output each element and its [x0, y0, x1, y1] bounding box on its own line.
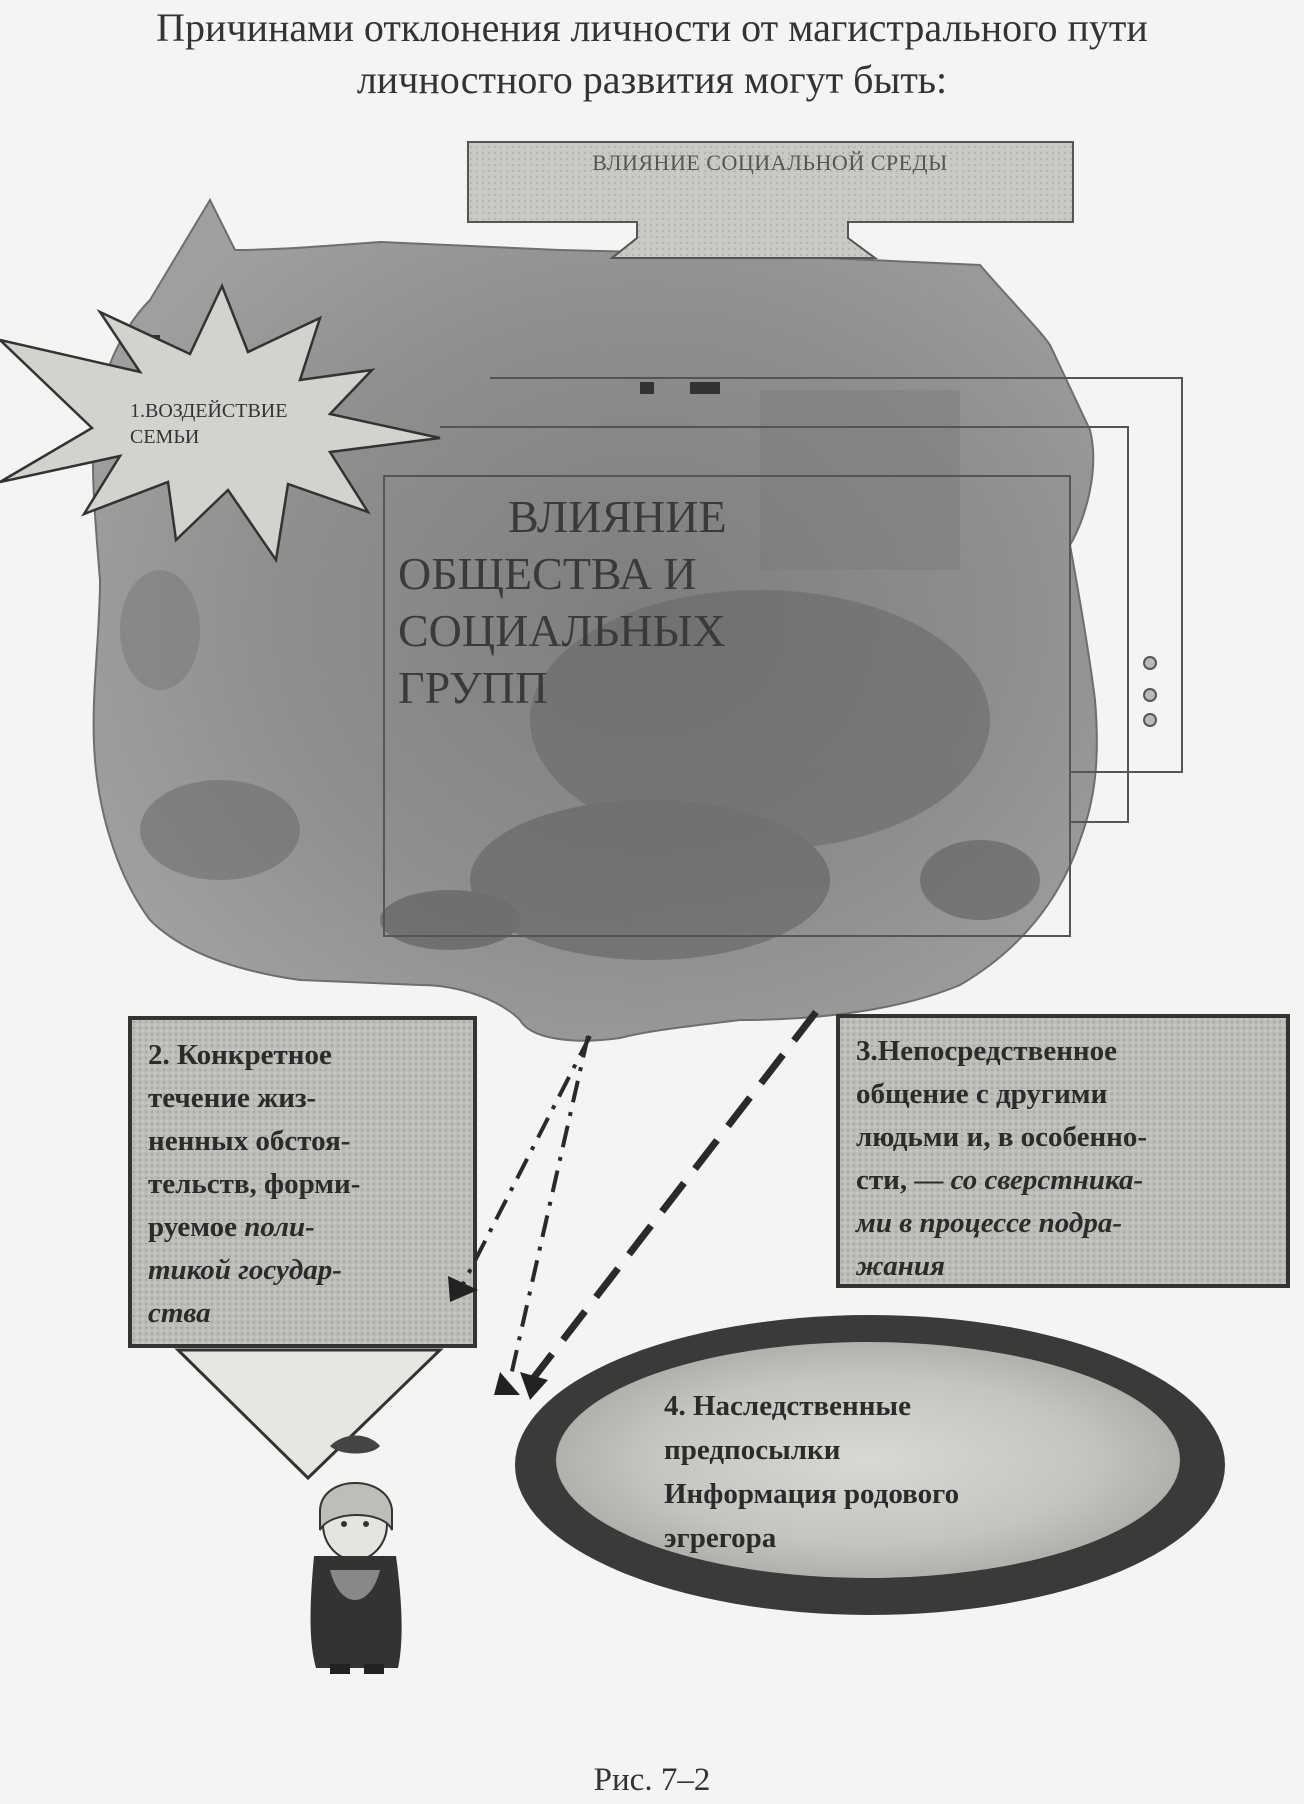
box2-line-5-plain: руемое: [148, 1211, 245, 1243]
child-figure: [310, 1435, 402, 1674]
oval4-text: 4. Наследственные предпосылки Информация…: [664, 1384, 1094, 1560]
box2-line-5-italic: поли-: [244, 1211, 315, 1243]
family-label-line-2: СЕМЬИ: [130, 426, 200, 448]
box3-line-5: ми в процессе подра-: [856, 1202, 1266, 1245]
box3-line-4-plain: сти, —: [856, 1164, 951, 1196]
box2-line-4: тельств, форми-: [148, 1168, 361, 1200]
figure-title: Причинами отклонения личности от магистр…: [0, 2, 1304, 106]
figure-caption: Рис. 7–2: [593, 1762, 711, 1798]
box3-line-5-italic: ми в процессе подра-: [856, 1207, 1122, 1239]
down-arrow-shape: [174, 1348, 444, 1481]
social-environment-banner: [467, 141, 1074, 259]
family-starburst: [0, 282, 441, 564]
box3-line-6: жания: [856, 1245, 1266, 1288]
box2-line-6: тикой государ-: [148, 1249, 466, 1292]
society-label-line-2: ОБЩЕСТВА И: [398, 548, 697, 599]
box3-text: 3.Непосредственное общение с другими люд…: [856, 1030, 1266, 1288]
oval4-inner: [556, 1342, 1180, 1578]
box2-line-5: руемое поли-: [148, 1206, 466, 1249]
stacked-pages: [383, 377, 1183, 937]
box3-line-4-italic: со сверстника-: [950, 1164, 1144, 1196]
box3-shape: [836, 1014, 1290, 1288]
box2-line-7: ства: [148, 1292, 466, 1335]
box2-line-6-italic: тикой государ-: [148, 1254, 342, 1286]
family-label-line-1: 1.ВОЗДЕЙСТВИЕ: [130, 400, 288, 422]
society-label-line-1: ВЛИЯНИЕ: [508, 491, 727, 542]
social-environment-label: ВЛИЯНИЕ СОЦИАЛЬНОЙ СРЕДЫ: [592, 150, 948, 175]
box3-line-4: сти, — со сверстника-: [856, 1159, 1266, 1202]
oval4-line-1: 4. Наследственные: [664, 1390, 911, 1422]
dashed-arrows: [458, 1009, 819, 1383]
society-label: ВЛИЯНИЕ ОБЩЕСТВА И СОЦИАЛЬНЫХ ГРУПП: [398, 488, 768, 716]
oval4-line-2: предпосылки: [664, 1434, 841, 1466]
box3-line-6-italic: жания: [856, 1250, 945, 1282]
society-label-line-3: СОЦИАЛЬНЫХ: [398, 605, 726, 656]
box3-line-3: людьми и, в особенно-: [856, 1121, 1148, 1153]
oval4-line-3: Информация родового: [664, 1478, 960, 1510]
title-line-2: личностного развития могут быть:: [356, 57, 948, 102]
title-line-1: Причинами отклонения личности от магистр…: [156, 5, 1148, 50]
box2-text: 2. Конкретное течение жиз- ненных обстоя…: [148, 1034, 466, 1335]
blob-texture: [120, 570, 1040, 960]
society-label-line-4: ГРУПП: [398, 662, 549, 713]
ellipsis-dots-icon: [1143, 656, 1157, 727]
box3-line-2: общение с другими: [856, 1078, 1108, 1110]
box2-line-2: течение жиз-: [148, 1082, 317, 1114]
oval4-line-4: эгрегора: [664, 1522, 777, 1554]
box2-line-7-italic: ства: [148, 1297, 211, 1329]
box3-line-1: 3.Непосредственное: [856, 1035, 1117, 1067]
box2-shape: [128, 1016, 477, 1348]
box2-line-3: ненных обстоя-: [148, 1125, 351, 1157]
family-label: 1.ВОЗДЕЙСТВИЕ СЕМЬИ: [130, 398, 380, 450]
box2-line-1: 2. Конкретное: [148, 1039, 332, 1071]
